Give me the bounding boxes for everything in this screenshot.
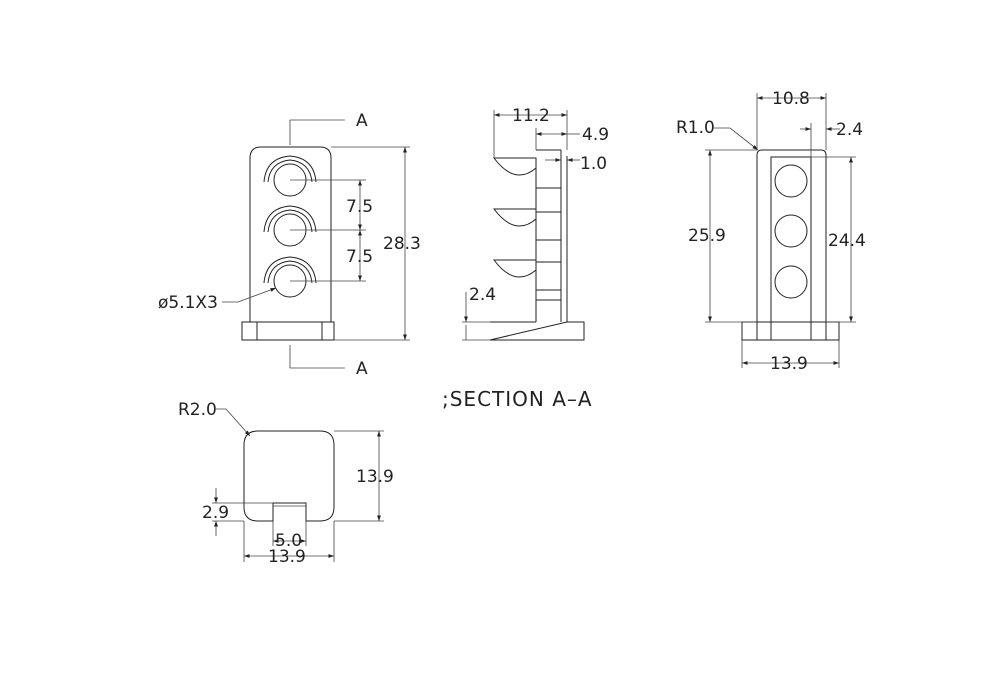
hole-callout: ø5.1X3 xyxy=(158,293,218,313)
height-outer-label: 25.9 xyxy=(688,226,726,246)
height-inner-label: 24.4 xyxy=(828,231,866,251)
wall-label: 1.0 xyxy=(580,154,607,174)
base-height-label: 2.4 xyxy=(469,285,496,305)
depth-total-label: 11.2 xyxy=(512,106,550,126)
height-total-label: 28.3 xyxy=(383,234,421,254)
slot-width-label: 5.0 xyxy=(275,531,302,551)
slot-depth-label: 2.9 xyxy=(202,503,229,523)
back-lamp-2 xyxy=(774,214,808,248)
hole-leader xyxy=(222,287,277,303)
lamp-3 xyxy=(263,256,317,298)
bottom-radius-label: R2.0 xyxy=(178,400,217,420)
lamp-2 xyxy=(263,205,317,247)
base-width-label: 13.9 xyxy=(770,354,808,374)
side-visor-3 xyxy=(492,259,537,278)
back-body-outline xyxy=(756,149,827,322)
edge-label: 2.4 xyxy=(836,120,863,140)
back-lamp-3 xyxy=(774,265,808,299)
pitch-lower-label: 7.5 xyxy=(346,247,373,267)
front-view: A A 7.5 7.5 xyxy=(158,111,421,379)
bottom-height-label: 13.9 xyxy=(356,467,394,487)
section-mark-top: A xyxy=(356,111,368,131)
depth-back-label: 4.9 xyxy=(582,125,609,145)
front-base xyxy=(241,321,335,341)
back-base xyxy=(741,321,840,341)
side-visor-2 xyxy=(492,208,537,227)
side-visor-1 xyxy=(492,157,537,176)
lamp-1 xyxy=(263,155,317,197)
back-view: R1.0 10.8 2.4 25.9 24.4 13.9 xyxy=(676,89,866,374)
side-view: 11.2 4.9 1.0 2.4 xyxy=(462,106,609,341)
inner-width-label: 10.8 xyxy=(772,89,810,109)
front-body-outline xyxy=(249,146,332,322)
bottom-view: R2.0 13.9 2.9 5.0 13.9 xyxy=(178,400,394,567)
bottom-radius-leader xyxy=(216,408,251,437)
back-radius-label: R1.0 xyxy=(676,118,715,138)
pitch-upper-label: 7.5 xyxy=(346,197,373,217)
back-radius-leader xyxy=(714,127,759,151)
section-label: ;SECTION A–A xyxy=(442,387,593,411)
side-base xyxy=(489,321,585,341)
back-lamp-1 xyxy=(774,164,808,198)
bottom-width-label: 13.9 xyxy=(268,547,306,567)
section-mark-bottom: A xyxy=(356,359,368,379)
bottom-outline xyxy=(243,430,335,522)
